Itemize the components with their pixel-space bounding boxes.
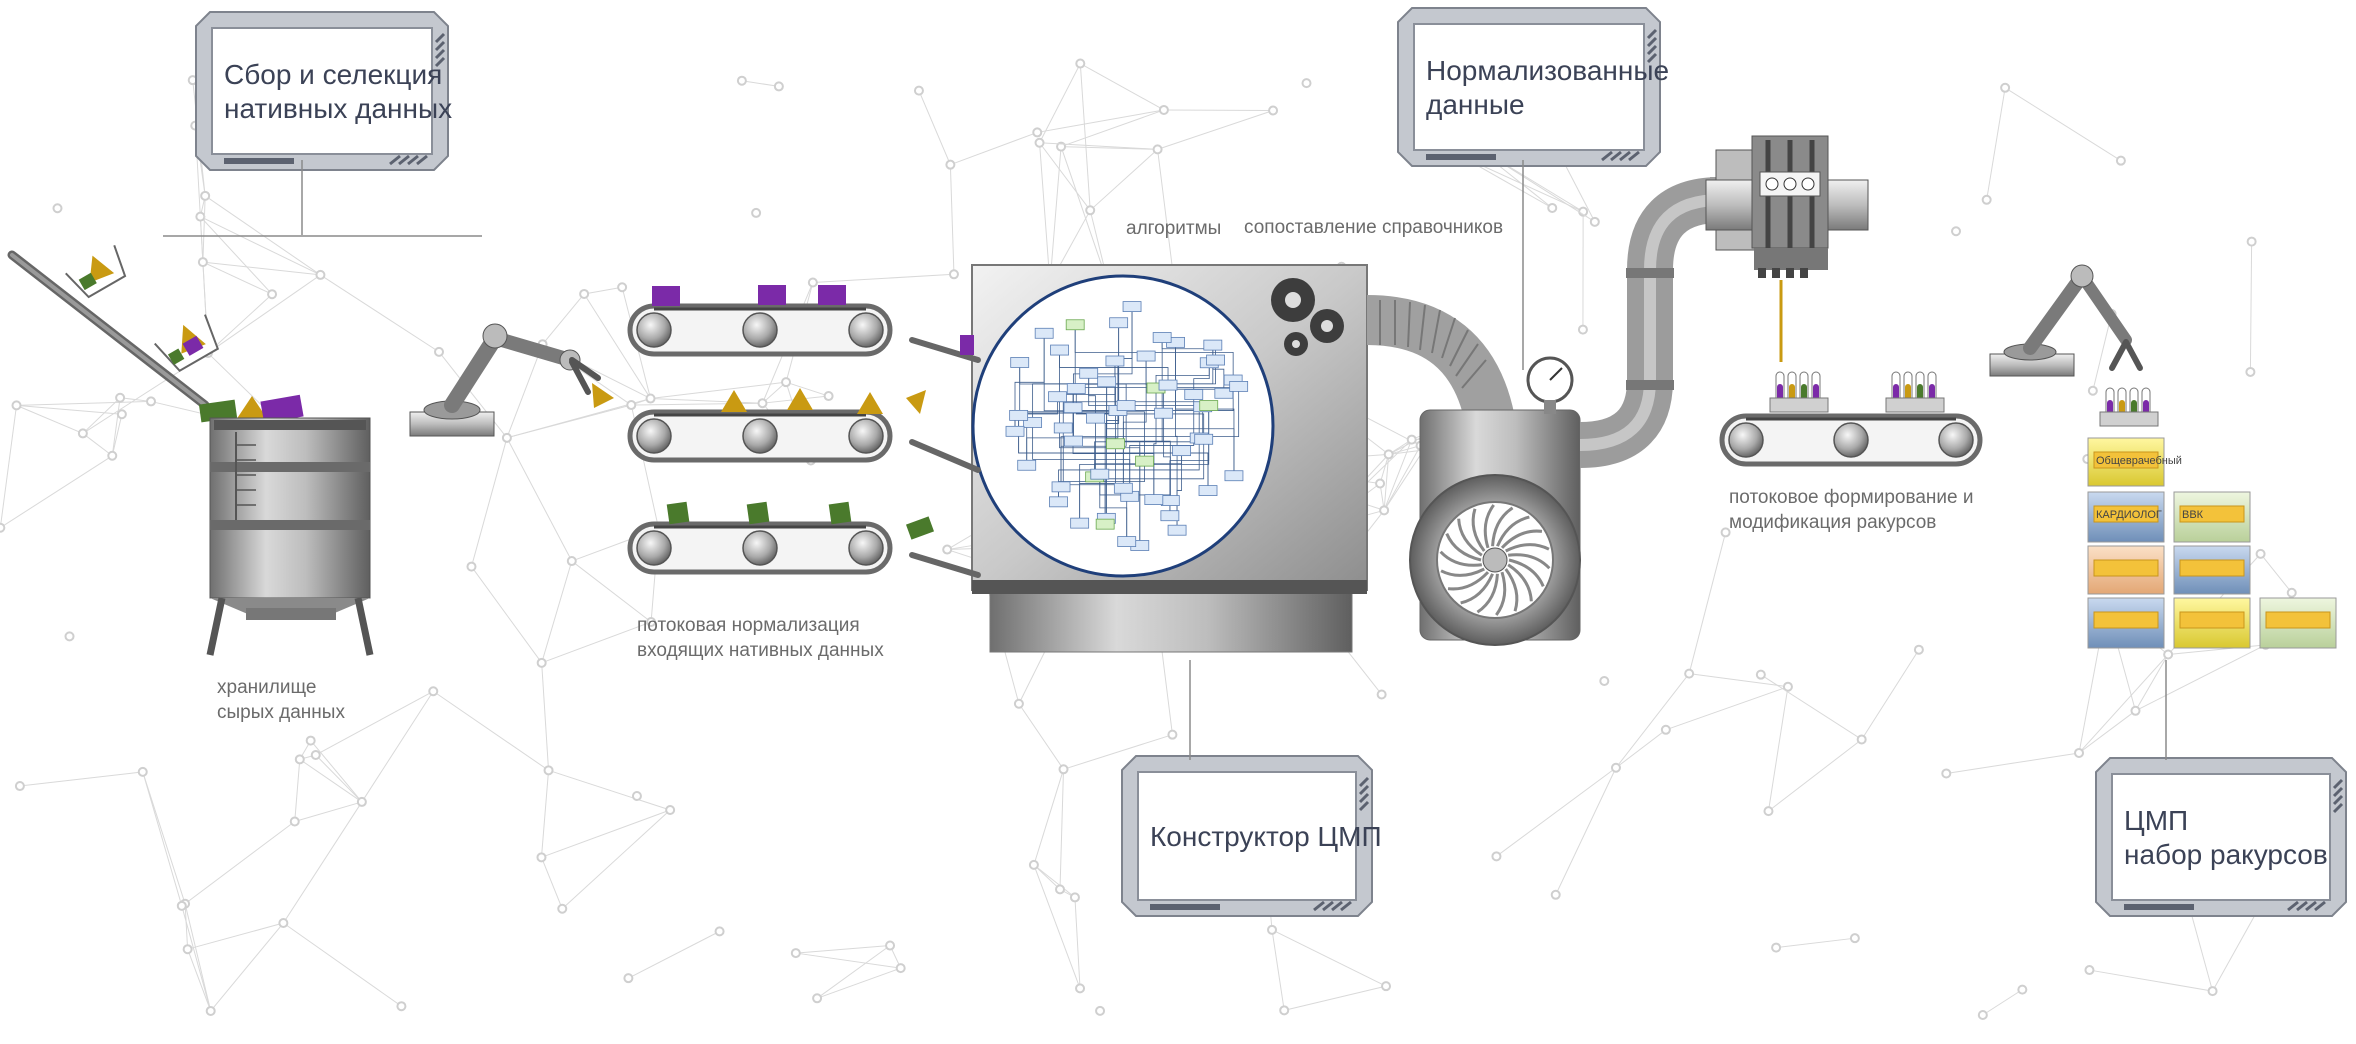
robotic-arm-left [409,323,614,437]
card-blue-3 [2087,597,2165,649]
frame-normalized-data-title-2: данные [1426,89,1525,120]
caption-reference-matching: сопоставление справочников [1244,217,1503,238]
frame-collection-title-2: нативных данных [224,93,452,124]
turbine-fan [1409,356,1581,646]
caption-algorithms: алгоритмы [1126,218,1221,239]
card-vvk-label: ВВК [2182,509,2204,521]
falling-basket-1 [65,245,127,299]
card-yellow-2 [2173,597,2251,649]
frame-collection-title-1: Сбор и селекция [224,59,442,90]
raw-data-bin [198,394,374,656]
robotic-arm-right [1989,264,2143,377]
card-blue-2 [2173,545,2251,595]
falling-basket-2 [154,314,220,373]
card-green-2 [2259,597,2337,649]
side-chutes [909,337,981,578]
schema-diagram [1005,301,1249,551]
card-general-label: Общеврачебный [2096,455,2182,467]
caption-stream-formation-1: потоковое формирование и [1729,487,1973,508]
card-cardiologist: КАРДИОЛОГ [2087,491,2165,543]
caption-raw-storage-2: сырых данных [217,702,345,723]
card-cardiologist-label: КАРДИОЛОГ [2096,509,2162,521]
frame-constructor-title-1: Конструктор ЦМП [1150,821,1382,852]
frame-constructor: Конструктор ЦМП [1121,755,1382,917]
card-peach [2087,545,2165,595]
frame-viewpoints-title-2: набор ракурсов [2124,839,2328,870]
card-vvk: ВВК [2173,491,2251,543]
caption-raw-storage-1: хранилище [217,677,316,698]
gears-icon [1271,278,1344,356]
conveyor-purple [627,285,893,357]
conveyor-green [627,501,893,575]
frame-viewpoints-title-1: ЦМП [2124,805,2188,836]
caption-stream-formation-2: модификация ракурсов [1729,512,1936,533]
distributor-unit [1705,135,1869,362]
test-tube-rack-1 [1769,371,1829,413]
output-pipe [1579,177,1721,468]
frame-normalized-data-title-1: Нормализованные [1426,55,1669,86]
connector-lines [163,160,2167,760]
conveyor-output [1719,371,1983,467]
input-chute [7,245,220,410]
test-tube-rack-2 [1885,371,1945,413]
constructor-machine [905,264,1368,653]
flex-duct [1366,295,1515,426]
conveyor-gold [627,388,893,463]
caption-stream-normalization-1: потоковая нормализация [637,615,860,636]
caption-stream-normalization-2: входящих нативных данных [637,640,884,661]
card-general: Общеврачебный [2087,437,2182,487]
